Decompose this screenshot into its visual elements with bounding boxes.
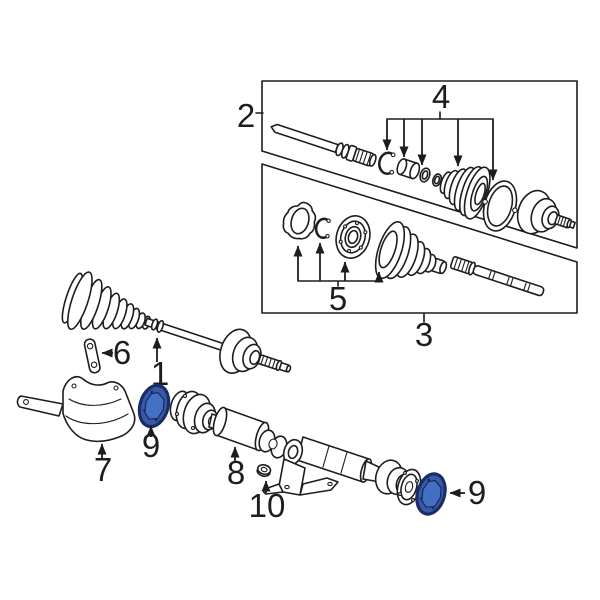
callout-9-front[interactable]: 9 [142, 427, 160, 464]
center-bearing [282, 438, 304, 466]
washer-ring [419, 167, 431, 183]
rear-flange [396, 468, 422, 506]
callout-2: 2 [237, 97, 255, 134]
pilot-bushing [396, 158, 421, 180]
cv-flange-hub [335, 215, 371, 259]
gasket-wavy [282, 201, 317, 240]
exploded-axle-shaft [270, 123, 377, 167]
stub-shaft [449, 256, 545, 297]
inset-box: 4 [237, 78, 578, 353]
boot-cover-plate [482, 180, 518, 232]
callout-9-rear[interactable]: 9 [468, 474, 486, 511]
cv-boot-inner [374, 220, 448, 280]
callout-5: 5 [329, 280, 347, 317]
axle-boot [61, 271, 152, 331]
cv-joint-outer [516, 189, 576, 235]
flange-gasket-rear[interactable]: 9 [412, 471, 486, 518]
front-cv-joint [169, 390, 219, 435]
driveshaft-front-tube [212, 406, 270, 452]
center-support-bracket [262, 458, 339, 496]
snap-ring-outer [378, 151, 396, 175]
heat-shield: 7 [16, 376, 136, 488]
callout-1: 1 [151, 355, 169, 392]
link-bracket: 6 [83, 334, 131, 374]
callout-6: 6 [113, 334, 131, 371]
driveshaft-rear-tube [296, 436, 384, 483]
callout-7: 7 [94, 451, 112, 488]
callout-8: 8 [227, 454, 245, 491]
flange-nut [256, 463, 272, 477]
universal-joint [258, 429, 288, 459]
driveshaft-assembly: 8 10 [169, 390, 422, 524]
front-axle-assembly: 1 [61, 271, 292, 392]
callout-10: 10 [249, 487, 286, 524]
callout-4: 4 [432, 78, 450, 115]
axle-cv-joint [219, 328, 292, 374]
callout-4-bracket [382, 111, 498, 181]
flange-gasket-front[interactable]: 9 [135, 382, 173, 464]
snap-ring-inner [314, 217, 331, 239]
callout-5-bracket [293, 242, 384, 287]
cv-boot-outer [439, 165, 491, 220]
callout-3: 3 [415, 316, 433, 353]
